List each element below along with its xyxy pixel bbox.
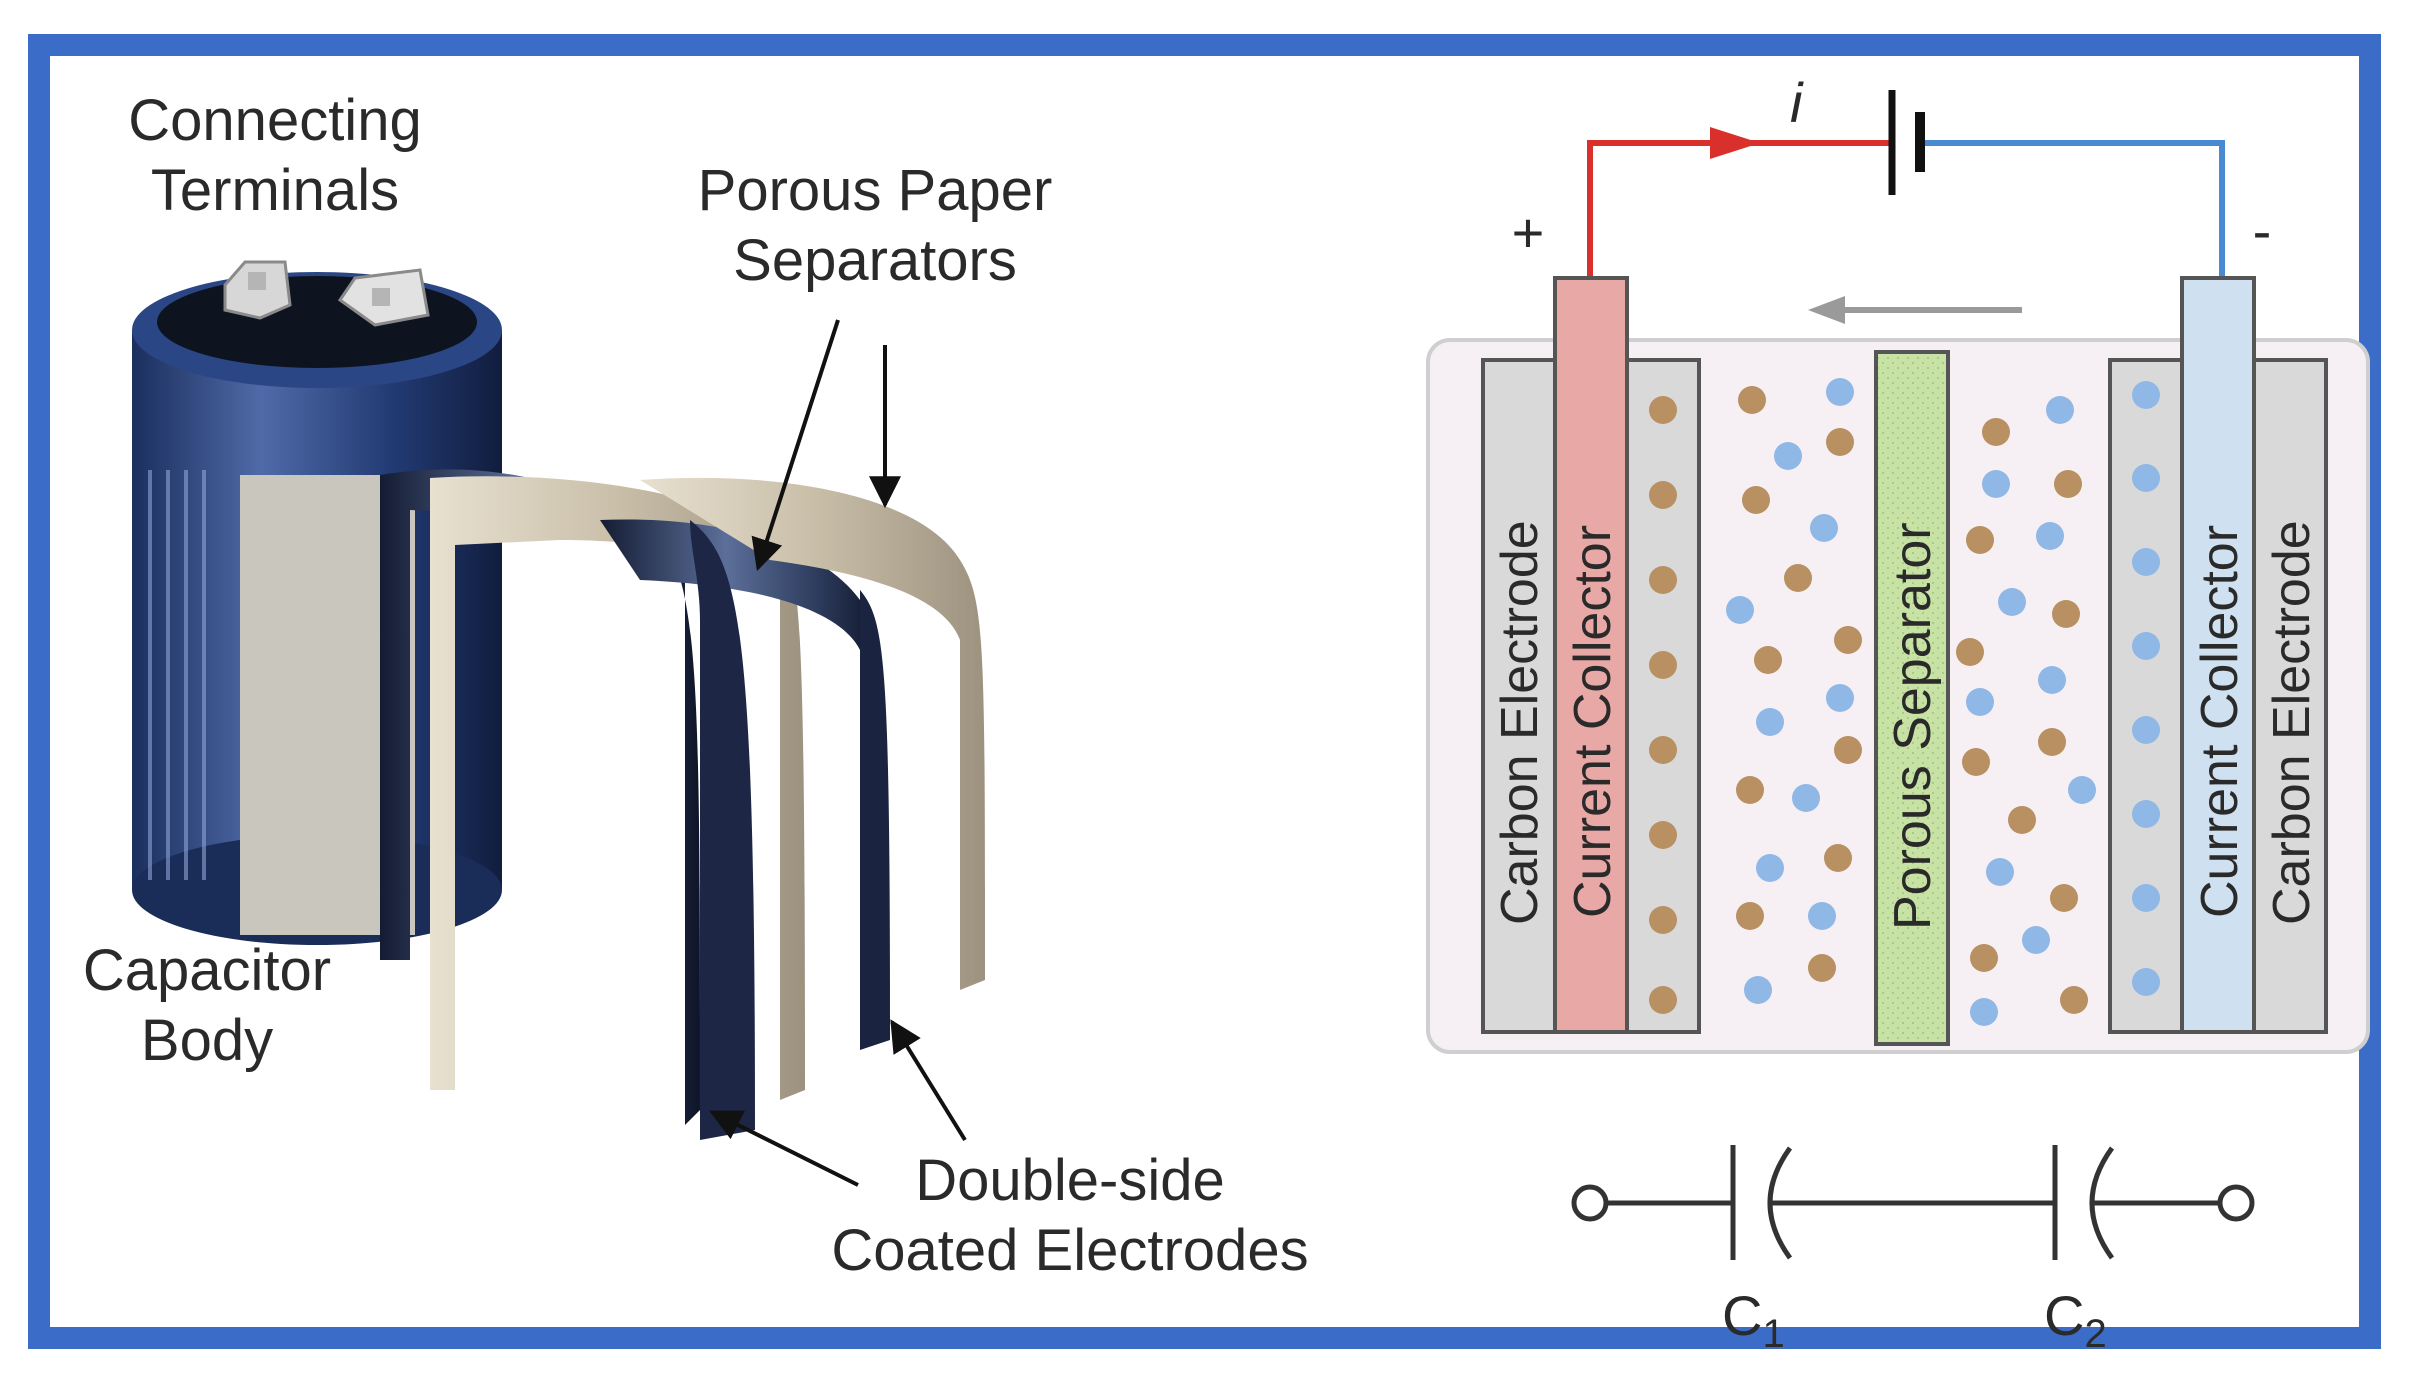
cation — [2052, 600, 2080, 628]
current-arrow-head — [1710, 127, 1760, 159]
label-right-collector: Current Collector — [2191, 525, 2249, 918]
anion — [2036, 522, 2064, 550]
minus-sign: - — [2253, 199, 2272, 262]
anion — [2038, 666, 2066, 694]
label-left-carbon: Carbon Electrode — [1491, 520, 1549, 925]
cation — [2054, 470, 2082, 498]
cation — [1966, 526, 1994, 554]
label-terminals-line2: Terminals — [151, 158, 399, 223]
anion — [1744, 976, 1772, 1004]
positive-wire — [1587, 140, 1892, 278]
cation — [1649, 906, 1677, 934]
label-body-line2: Body — [141, 1008, 273, 1073]
cation — [1736, 902, 1764, 930]
anion — [1998, 588, 2026, 616]
anion — [2132, 716, 2160, 744]
edlc-schematic: i + - Carbon Electrode Current Collector… — [1426, 71, 2370, 1356]
cation — [1649, 481, 1677, 509]
anion — [1826, 378, 1854, 406]
cation — [2060, 986, 2088, 1014]
cation — [2050, 884, 2078, 912]
cation — [1982, 418, 2010, 446]
cation — [1738, 386, 1766, 414]
label-right-carbon: Carbon Electrode — [2263, 520, 2321, 925]
cation — [1824, 844, 1852, 872]
ion-drift-arrow — [1808, 296, 2022, 324]
cation — [1962, 748, 1990, 776]
cation — [1649, 651, 1677, 679]
cation — [1649, 566, 1677, 594]
negative-wire — [1920, 140, 2225, 278]
ions — [1649, 378, 2160, 1026]
anion — [1756, 854, 1784, 882]
cation — [1970, 944, 1998, 972]
label-left-collector: Current Collector — [1564, 525, 1622, 918]
right-terminal-node — [2217, 1184, 2255, 1222]
anion — [1826, 684, 1854, 712]
label-body-line1: Capacitor — [83, 938, 331, 1003]
anion — [1808, 902, 1836, 930]
equivalent-circuit — [1571, 1145, 2255, 1260]
anion — [2132, 632, 2160, 660]
anion — [2132, 884, 2160, 912]
label-electrodes-line2: Coated Electrodes — [831, 1218, 1308, 1283]
anion — [1810, 514, 1838, 542]
left-current-collector — [1553, 276, 1629, 1034]
anion — [2068, 776, 2096, 804]
anion — [1970, 998, 1998, 1026]
cation — [1834, 626, 1862, 654]
anion — [1986, 858, 2014, 886]
anion — [2132, 464, 2160, 492]
cation — [1826, 428, 1854, 456]
anion — [1774, 442, 1802, 470]
cation — [1784, 564, 1812, 592]
annotation-arrows — [709, 319, 967, 1187]
cation — [1754, 646, 1782, 674]
label-separator: Porous Separator — [1884, 522, 1942, 930]
cation — [1649, 736, 1677, 764]
label-electrodes-line1: Double-side — [915, 1148, 1225, 1213]
c1-label: C1 — [1722, 1284, 1785, 1356]
anion — [1756, 708, 1784, 736]
cation — [1742, 486, 1770, 514]
cation — [2008, 806, 2036, 834]
anion — [2022, 926, 2050, 954]
label-terminals-line1: Connecting — [128, 88, 421, 153]
cation — [1834, 736, 1862, 764]
anion — [1966, 688, 1994, 716]
label-separators-line2: Separators — [733, 228, 1017, 293]
right-carbon-electrode — [2252, 358, 2328, 1034]
anion — [1726, 596, 1754, 624]
cation — [1649, 396, 1677, 424]
anion — [2132, 548, 2160, 576]
cation — [1736, 776, 1764, 804]
anion — [2132, 381, 2160, 409]
anion — [2132, 968, 2160, 996]
connecting-terminals-shape — [223, 260, 430, 327]
cation — [2038, 728, 2066, 756]
anion — [1982, 470, 2010, 498]
plus-sign: + — [1512, 201, 1545, 264]
label-separators-line1: Porous Paper — [698, 158, 1053, 223]
anion — [2046, 396, 2074, 424]
cation — [1649, 821, 1677, 849]
cation — [1808, 954, 1836, 982]
anion — [2132, 800, 2160, 828]
right-inner-carbon — [2108, 358, 2184, 1034]
cation — [1649, 986, 1677, 1014]
capacitor-cutaway: Connecting Terminals Porous Paper Separa… — [83, 88, 1309, 1283]
battery-icon — [1888, 90, 1925, 195]
left-terminal-node — [1571, 1184, 1609, 1222]
c2-label: C2 — [2044, 1284, 2107, 1356]
cation — [1956, 638, 1984, 666]
anion — [1792, 784, 1820, 812]
current-symbol: i — [1790, 71, 1804, 134]
porous-separator — [1874, 350, 1950, 1046]
